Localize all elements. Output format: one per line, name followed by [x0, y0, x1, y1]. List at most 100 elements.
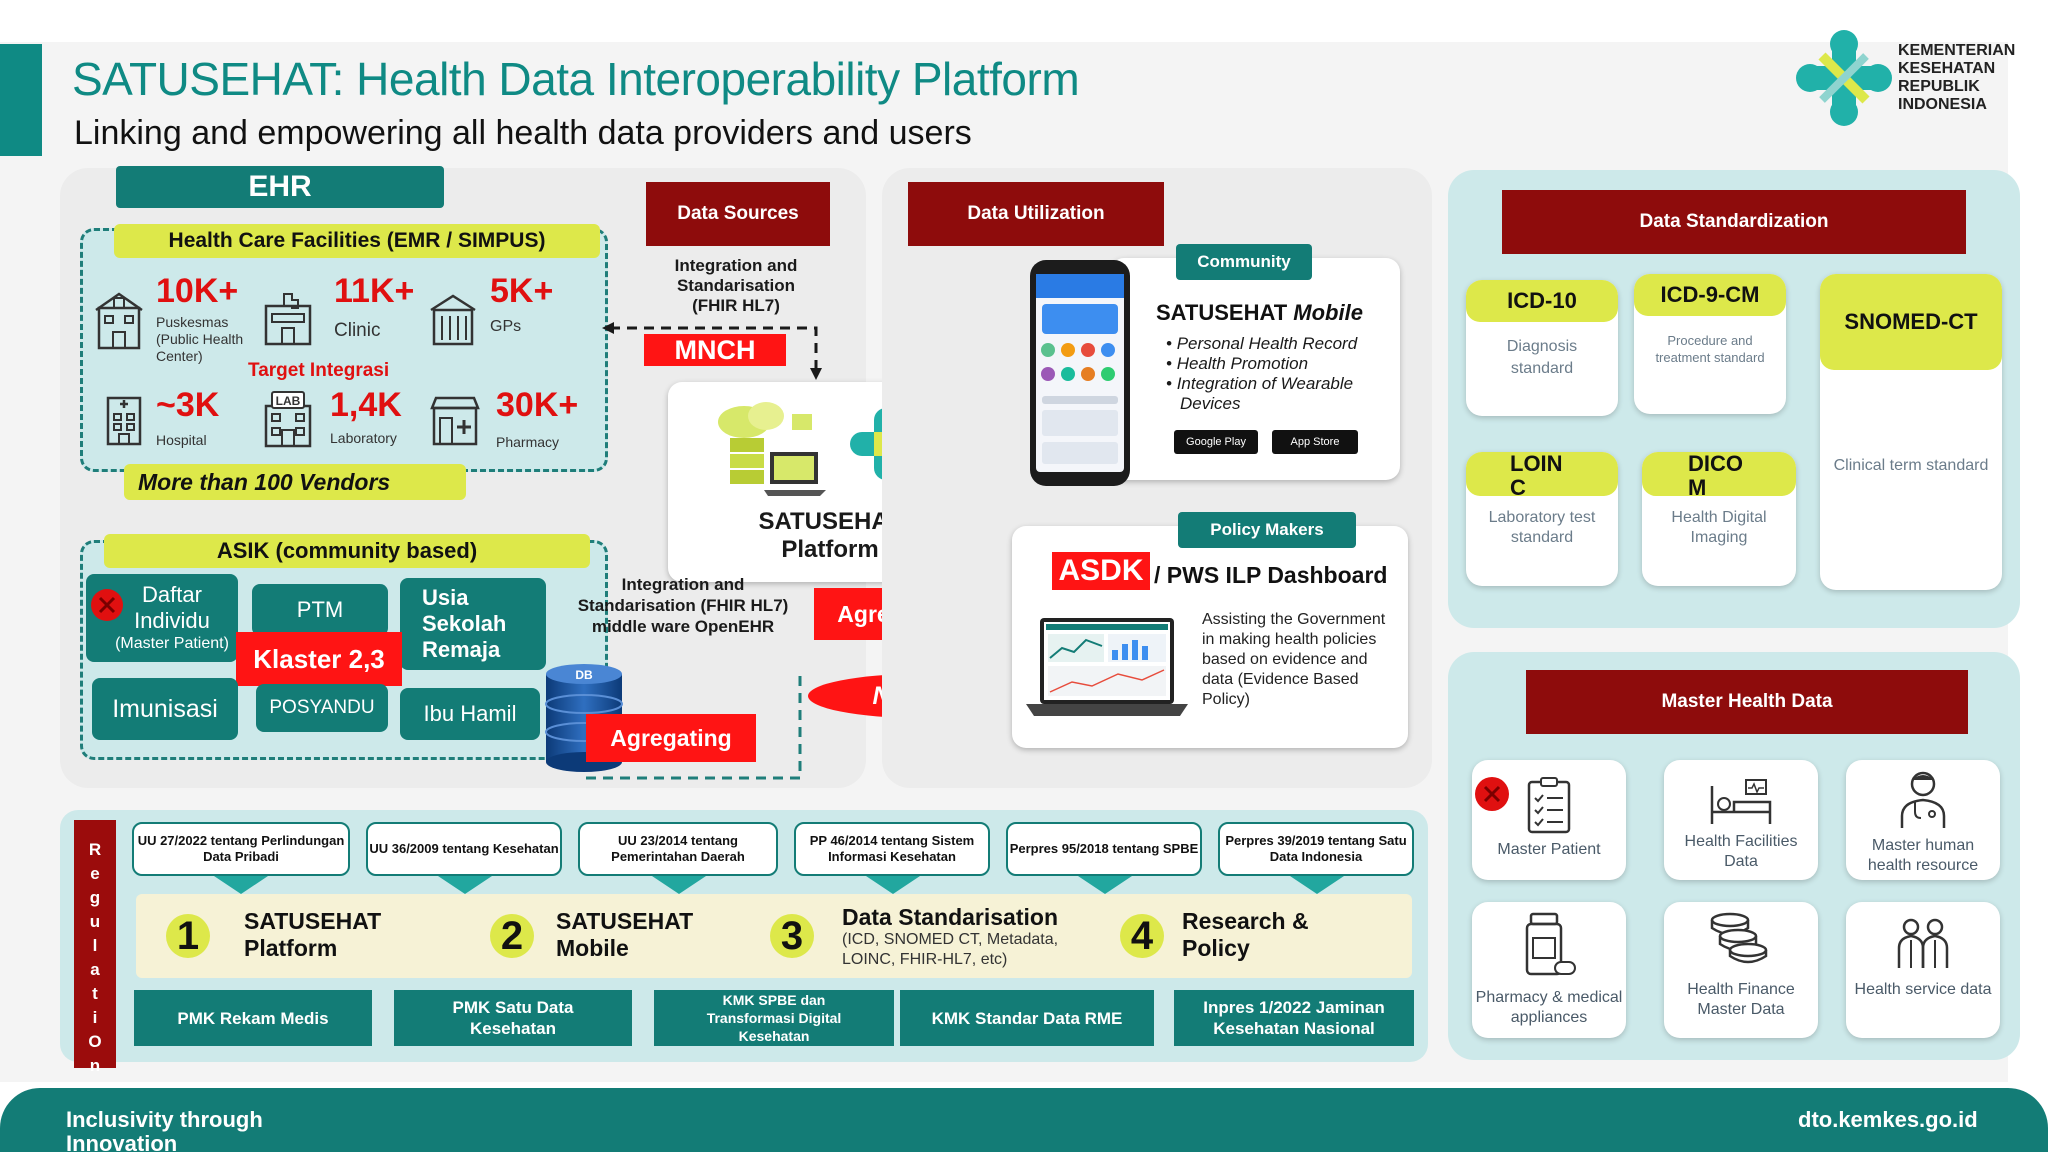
kmk-standar-data-rme: KMK Standar Data RME [900, 990, 1154, 1046]
stat-gp-value: 5K+ [490, 272, 554, 310]
health-staff-icon [1897, 918, 1949, 968]
red-cross-marker-icon [91, 589, 123, 621]
laptop-dashboard-illustration-icon [1026, 618, 1188, 716]
google-play-badge[interactable]: Google Play [1174, 430, 1258, 454]
master-card-pharmacy: Pharmacy & medical appliances [1472, 902, 1626, 1038]
laboratory-building-icon: LAB [264, 391, 312, 448]
database-icon: DB [545, 664, 623, 772]
vendors-label: More than 100 Vendors [124, 464, 466, 500]
pillar-1-number: 1 [166, 914, 210, 958]
std-card-loinc: LOIN C Laboratory test standard [1466, 452, 1618, 586]
stat-laboratory-value: 1,4K [330, 386, 402, 424]
data-utilization-header: Data Utilization [908, 182, 1164, 246]
pillar-3-title: Data Standarisation [842, 904, 1058, 930]
dashboard-description: Assisting the Government in making healt… [1202, 611, 1386, 708]
integration-bottom-text: Integration and Standarisation (FHIR HL7… [577, 575, 789, 636]
satusehat-platform-label: SATUSEHAT Platform [758, 508, 902, 563]
master-card-facilities: Health Facilities Data [1664, 760, 1818, 880]
asik-posyandu: POSYANDU [256, 684, 388, 732]
ehr-title: EHR [116, 166, 444, 208]
mnch-label: MNCH [644, 334, 786, 366]
coin-stack-icon [1710, 912, 1768, 964]
mobile-feature-list: • Personal Health Record • Health Promot… [1166, 334, 1388, 414]
stat-pharmacy-label: Pharmacy [496, 434, 560, 450]
page-subtitle: Linking and empowering all health data p… [74, 114, 972, 152]
integration-top-text: Integration and Standarisation (FHIR HL7… [674, 256, 798, 315]
master-card-human-resource: Master human health resource [1846, 760, 2000, 880]
law-pp-46-2014: PP 46/2014 tentang Sistem Informasi Kese… [794, 822, 990, 876]
asdk-label: ASDK [1052, 552, 1150, 590]
law-uu-23-2014: UU 23/2014 tentang Pemerintahan Daerah [578, 822, 778, 876]
stat-puskesmas-label: Puskesmas (Public Health Center) [156, 314, 244, 364]
facilities-title: Health Care Facilities (EMR / SIMPUS) [114, 224, 600, 258]
inpres-jaminan-kesehatan: Inpres 1/2022 Jaminan Kesehatan Nasional [1174, 990, 1414, 1046]
stat-pharmacy-value: 30K+ [496, 386, 579, 424]
target-integrasi-label: Target Integrasi [248, 360, 390, 381]
app-store-badge[interactable]: App Store [1272, 430, 1358, 454]
kmk-spbe-transformasi-digital: KMK SPBE dan Transformasi Digital Keseha… [654, 990, 894, 1046]
std-card-icd9cm: ICD-9-CM Procedure and treatment standar… [1634, 274, 1786, 414]
std-card-icd10: ICD-10 Diagnosis standard [1466, 280, 1618, 416]
mobile-feature-item: • Personal Health Record [1166, 334, 1358, 353]
asik-ptm: PTM [252, 584, 388, 636]
master-health-data-header: Master Health Data [1526, 670, 1968, 734]
agregating-db-label: Agregating [586, 714, 756, 762]
pharmacy-building-icon [430, 396, 480, 446]
data-standardization-header: Data Standardization [1502, 190, 1966, 254]
left-accent-bar [0, 44, 42, 156]
footer-website[interactable]: dto.kemkes.go.id [1798, 1107, 1978, 1132]
stat-clinic-value: 11K+ [334, 272, 415, 310]
footer-bar [0, 1088, 2048, 1152]
law-perpres-39-2019: Perpres 39/2019 tentang Satu Data Indone… [1218, 822, 1414, 876]
std-card-dicom: DICO M Health Digital Imaging [1642, 452, 1796, 586]
data-sources-header: Data Sources [646, 182, 830, 246]
stat-hospital-value: ~3K [156, 386, 220, 424]
std-card-snomed: SNOMED-CT Clinical term standard [1820, 274, 2002, 590]
pillar-2-title: SATUSEHAT Mobile [556, 908, 694, 961]
doctor-icon [1900, 771, 1946, 828]
stat-hospital-label: Hospital [156, 432, 207, 448]
klaster-label: Klaster 2,3 [236, 632, 402, 686]
clipboard-checklist-icon [1527, 777, 1571, 834]
kemenkes-logo-text: KEMENTERIAN KESEHATAN REPUBLIK INDONESIA [1898, 42, 2016, 113]
stat-gp-label: GPs [490, 318, 522, 335]
facilities-box [80, 228, 608, 472]
asik-usia-sekolah-remaja: Usia Sekolah Remaja [400, 578, 546, 670]
pmk-rekam-medis: PMK Rekam Medis [134, 990, 372, 1046]
community-label: Community [1176, 244, 1312, 280]
pillar-3-subtitle: (ICD, SNOMED CT, Metadata, LOINC, FHIR-H… [842, 931, 1059, 968]
asik-title: ASIK (community based) [104, 534, 590, 568]
medicine-bottle-icon [1525, 912, 1576, 976]
kemenkes-logo-icon [1796, 30, 1892, 126]
law-uu-36-2009: UU 36/2009 tentang Kesehatan [366, 822, 562, 876]
db-label: DB [575, 668, 593, 682]
pmk-satu-data-kesehatan: PMK Satu Data Kesehatan [394, 990, 632, 1046]
stat-laboratory-label: Laboratory [330, 430, 397, 446]
satusehat-mobile-title: SATUSEHAT Mobile [1156, 300, 1363, 325]
pillar-2-number: 2 [490, 914, 534, 958]
pillar-4-title: Research & Policy [1182, 908, 1309, 961]
puskesmas-building-icon [95, 292, 143, 350]
mobile-phone-illustration-icon [1030, 260, 1130, 486]
lab-badge: LAB [276, 394, 301, 408]
pillar-3-number: 3 [770, 914, 814, 958]
pillar-1-title: SATUSEHAT Platform [244, 908, 382, 961]
stat-clinic-label: Clinic [334, 320, 381, 341]
master-card-health-service: Health service data [1846, 902, 2000, 1038]
law-perpres-95-2018: Perpres 95/2018 tentang SPBE [1006, 822, 1202, 876]
asik-ibu-hamil: Ibu Hamil [400, 688, 540, 740]
footer-tagline: Inclusivity through Innovation [66, 1107, 263, 1152]
clinic-building-icon [264, 293, 312, 346]
regulation-side-label: R e g u l a t i O n [74, 820, 116, 1075]
asik-imunisasi: Imunisasi [92, 678, 238, 740]
hospital-building-icon [106, 396, 142, 446]
stat-puskesmas-value: 10K+ [156, 272, 239, 310]
pws-ilp-dashboard-title: / PWS ILP Dashboard [1154, 562, 1388, 588]
red-cross-marker-icon [1475, 777, 1509, 811]
master-card-finance: Health Finance Master Data [1664, 902, 1818, 1038]
hospital-bed-icon [1710, 779, 1772, 824]
pillar-4-number: 4 [1120, 914, 1164, 958]
cloud-server-illustration-icon [718, 402, 826, 496]
policy-makers-label: Policy Makers [1178, 512, 1356, 548]
